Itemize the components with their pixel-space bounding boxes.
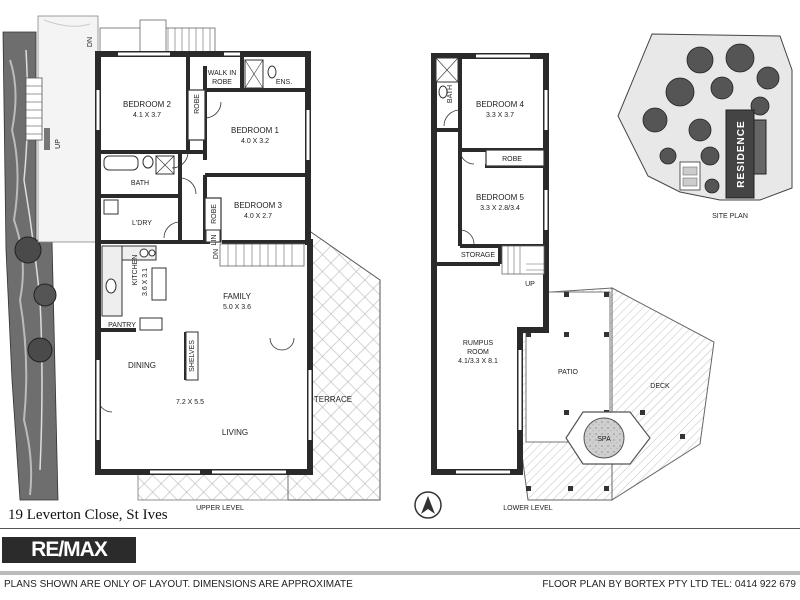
pantry-label: PANTRY bbox=[108, 322, 136, 329]
deck-label: DECK bbox=[650, 383, 670, 390]
spa-label: SPA bbox=[597, 436, 611, 443]
rumpus-dims: 4.1/3.3 X 8.1 bbox=[458, 358, 498, 365]
bedroom-2-label: BEDROOM 2 bbox=[123, 100, 172, 109]
lower-bath-label: BATH bbox=[447, 85, 454, 103]
bath-label: BATH bbox=[131, 180, 149, 187]
bedroom-4-label: BEDROOM 4 bbox=[476, 100, 525, 109]
bedroom-3-dims: 4.0 X 2.7 bbox=[244, 213, 272, 220]
driveway-stairs bbox=[25, 15, 99, 243]
terrace-label: TERRACE bbox=[314, 395, 352, 404]
upper-level-plan bbox=[95, 19, 381, 501]
lower-level-plan bbox=[431, 53, 715, 501]
linen-label: LIN bbox=[211, 235, 218, 246]
remax-logo: RE/MAX bbox=[2, 537, 136, 563]
property-address: 19 Leverton Close, St Ives bbox=[8, 507, 168, 523]
walk-in-robe-label-1: WALK IN bbox=[208, 70, 237, 77]
family-label: FAMILY bbox=[223, 292, 252, 301]
ensuite-label: ENS. bbox=[276, 79, 292, 86]
down-label-inner: DN bbox=[213, 249, 220, 259]
patio-label: PATIO bbox=[558, 369, 579, 376]
site-plan-label: SITE PLAN bbox=[712, 213, 748, 220]
laundry-label: L'DRY bbox=[132, 220, 152, 227]
shelves-label: SHELVES bbox=[189, 340, 196, 372]
disclaimer-text: PLANS SHOWN ARE ONLY OF LAYOUT. DIMENSIO… bbox=[4, 579, 353, 590]
upper-level-label: UPPER LEVEL bbox=[196, 505, 244, 512]
bedroom-2-dims: 4.1 X 3.7 bbox=[133, 112, 161, 119]
lower-up-label: UP bbox=[525, 281, 535, 288]
up-label: UP bbox=[55, 139, 62, 149]
storage-label: STORAGE bbox=[461, 252, 495, 259]
residence-label: RESIDENCE bbox=[736, 120, 747, 187]
rumpus-label-1: RUMPUS bbox=[463, 340, 494, 347]
kitchen-label: KITCHEN bbox=[132, 255, 139, 286]
divider-bottom bbox=[0, 571, 800, 575]
family-dims: 5.0 X 3.6 bbox=[223, 304, 251, 311]
kitchen-dims: 3.6 X 3.1 bbox=[142, 268, 149, 296]
lower-level-label: LOWER LEVEL bbox=[503, 505, 553, 512]
bedroom-3-label: BEDROOM 3 bbox=[234, 201, 283, 210]
north-compass bbox=[414, 491, 442, 519]
rumpus-label-2: ROOM bbox=[467, 349, 489, 356]
dining-label: DINING bbox=[128, 361, 156, 370]
credit-text: FLOOR PLAN BY BORTEX PTY LTD TEL: 0414 9… bbox=[542, 579, 796, 590]
bedroom-1-dims: 4.0 X 3.2 bbox=[241, 138, 269, 145]
living-label: LIVING bbox=[222, 428, 248, 437]
bedroom-4-dims: 3.3 X 3.7 bbox=[486, 112, 514, 119]
site-plan bbox=[617, 33, 793, 201]
bedroom-1-label: BEDROOM 1 bbox=[231, 126, 280, 135]
down-label-top: DN bbox=[87, 37, 94, 47]
walk-in-robe-label-2: ROBE bbox=[212, 79, 232, 86]
dining-living-dims: 7.2 X 5.5 bbox=[176, 399, 204, 406]
robe-label-2: ROBE bbox=[211, 204, 218, 224]
divider-top bbox=[0, 528, 800, 529]
lower-robe-label: ROBE bbox=[502, 156, 522, 163]
robe-label-1: ROBE bbox=[194, 94, 201, 114]
bedroom-5-label: BEDROOM 5 bbox=[476, 193, 525, 202]
vegetation-strip bbox=[2, 31, 59, 501]
bedroom-5-dims: 3.3 X 2.8/3.4 bbox=[480, 205, 520, 212]
